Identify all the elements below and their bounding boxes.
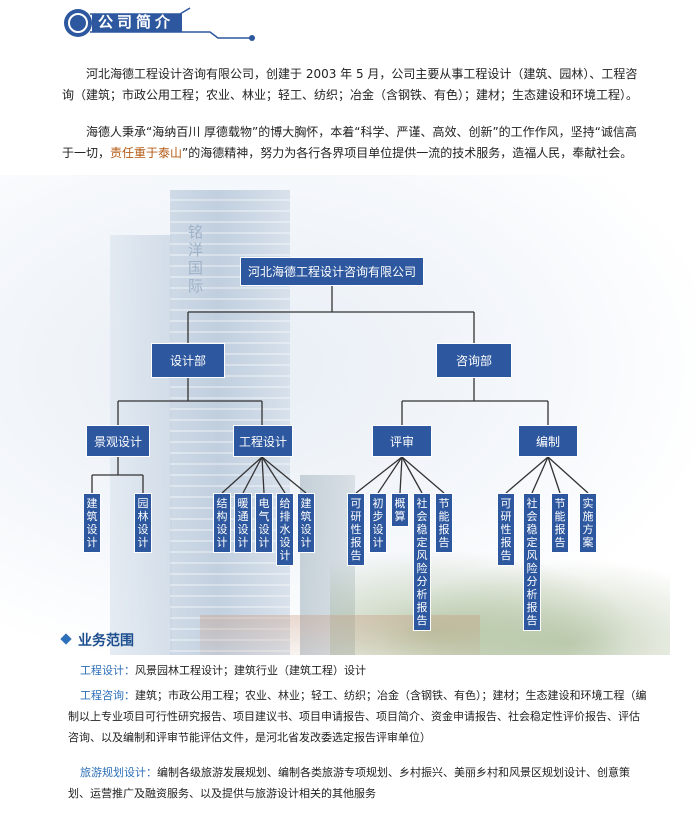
org-design-dept: 设计部 [151,343,225,378]
org-leaf: 结构设计 [213,493,231,553]
org-leaf: 社会稳定风险分析报告 [413,493,431,631]
org-leaf: 实施方案 [579,493,597,553]
org-leaf: 可研性报告 [347,493,365,566]
org-leaf: 概算 [391,493,409,527]
org-leaf: 园林设计 [134,493,152,553]
org-leaf: 节能报告 [435,493,453,553]
diamond-bullet-icon [60,633,72,645]
scope-tourism-label: 旅游规划设计： [80,766,157,779]
intro-paragraph-2: 海德人秉承“海纳百川 厚德载物”的博大胸怀，本着“科学、严谨、高效、创新”的工作… [62,125,637,160]
org-review: 评审 [372,425,432,457]
section-header: 公司简介 [60,6,260,46]
section-title: 公司简介 [98,13,175,31]
org-chart-connectors [91,286,589,494]
org-leaf: 节能报告 [551,493,569,553]
intro-paragraph-1: 河北海德工程设计咨询有限公司，创建于 2003 年 5 月，公司主要从事工程设计… [62,67,639,102]
header-ornament-icon [64,7,255,41]
org-chart: 河北海德工程设计咨询有限公司 设计部 咨询部 景观设计 工程设计 评审 编制 建… [0,175,695,655]
org-leaf: 给排水设计 [276,493,294,566]
scope-consult: 工程咨询：建筑；市政公用工程；农业、林业；轻工、纺织；冶金（含钢铁、有色）；建材… [68,689,647,744]
org-compile: 编制 [518,425,578,457]
background-building-image: 铭洋国际 [0,175,695,655]
org-leaf: 电气设计 [255,493,273,553]
tower-sign: 铭洋国际 [188,223,204,295]
org-landscape-design: 景观设计 [86,425,150,457]
org-leaf: 可研性报告 [497,493,515,566]
org-engineering-design: 工程设计 [233,425,293,457]
org-leaf: 建筑设计 [83,493,101,553]
org-leaf: 社会稳定风险分析报告 [523,493,541,631]
org-consult-dept: 咨询部 [436,343,512,378]
scope-consult-label: 工程咨询： [80,689,135,702]
org-leaf: 初步设计 [369,493,387,553]
scope-design: 工程设计：风景园林工程设计；建筑行业（建筑工程）设计 [80,664,366,677]
org-leaf: 建筑设计 [297,493,315,553]
org-root-box: 河北海德工程设计咨询有限公司 [240,257,424,286]
highlight-text: 责任重于泰山 [110,146,183,160]
org-leaf: 暖通设计 [234,493,252,553]
scope-heading: 业务范围 [60,630,134,650]
scope-tourism: 旅游规划设计：编制各级旅游发展规划、编制各类旅游专项规划、乡村振兴、美丽乡村和风… [68,766,630,800]
scope-design-label: 工程设计： [80,664,135,677]
